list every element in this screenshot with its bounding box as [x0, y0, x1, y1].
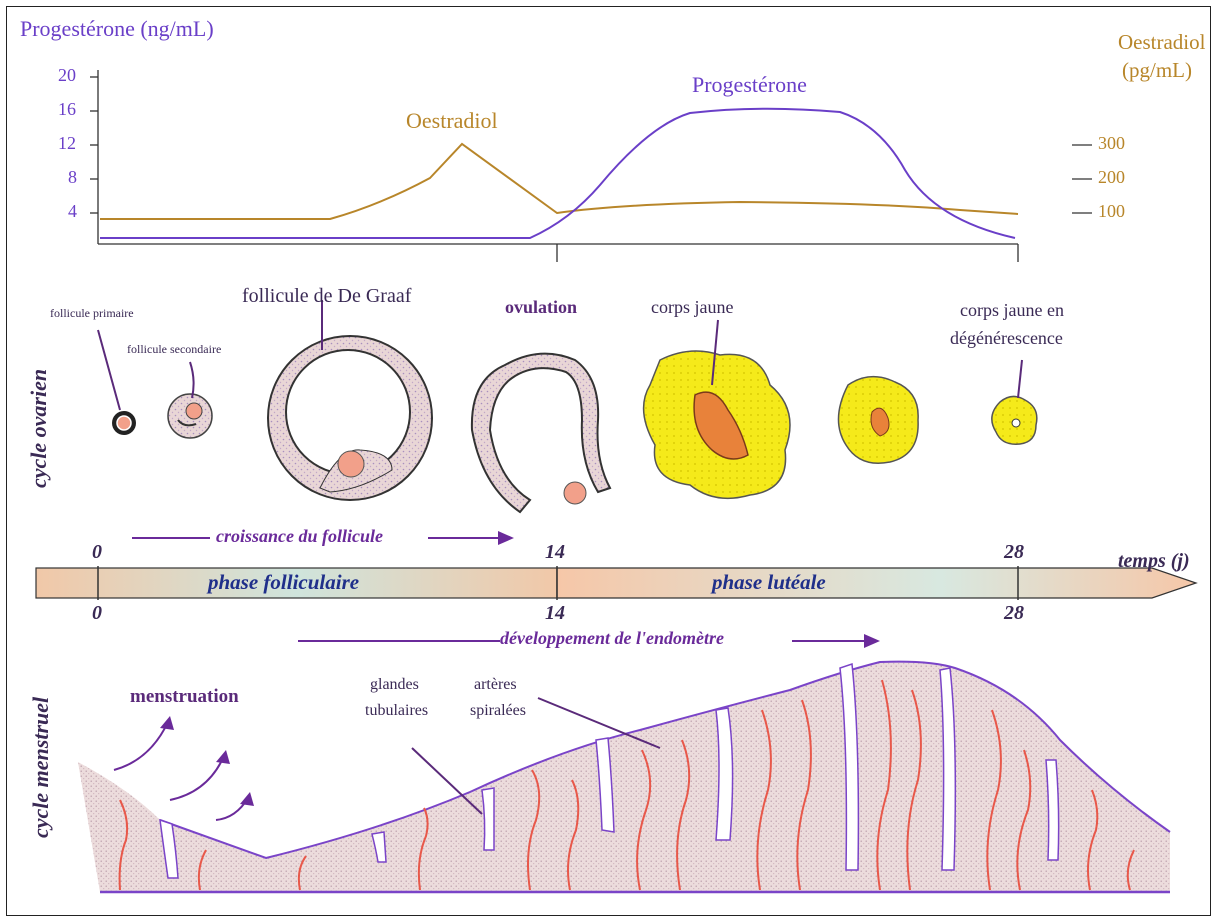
glandes-label-2: tubulaires	[365, 702, 428, 720]
developpement-label: développement de l'endomètre	[500, 628, 724, 649]
cycle-menstruel-label: cycle menstruel	[28, 697, 54, 838]
arteres-label-1: artères	[474, 676, 517, 694]
endometrium-tissue	[78, 662, 1170, 892]
menstruation-label: menstruation	[130, 686, 239, 708]
glandes-label-1: glandes	[370, 676, 419, 694]
arteres-label-2: spiralées	[470, 702, 526, 720]
